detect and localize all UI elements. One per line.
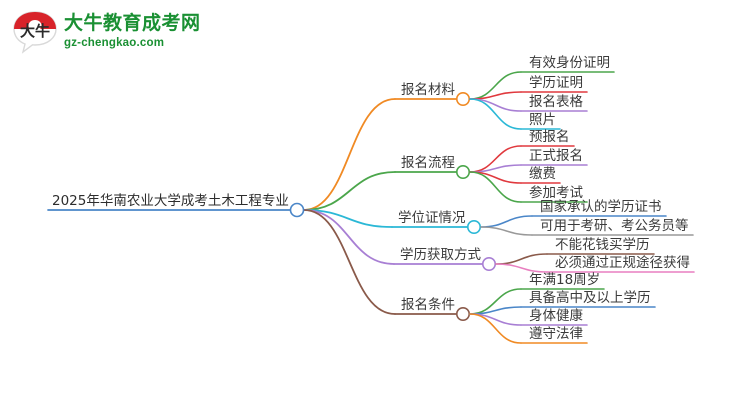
mindmap-root-label: 2025年华南农业大学成考土木工程专业 [52, 193, 289, 209]
mindmap-leaf-label[interactable]: 具备高中及以上学历 [529, 290, 651, 306]
mindmap-branch-label[interactable]: 学历获取方式 [400, 247, 481, 263]
mindmap-branch-label[interactable]: 学位证情况 [398, 210, 466, 226]
site-logo: 大牛 大牛教育成考网 gz-chengkao.com [12, 8, 200, 58]
mindmap-leaf-label[interactable]: 报名表格 [529, 94, 583, 110]
mindmap-leaf-label[interactable]: 年满18周岁 [529, 272, 601, 288]
logo-text-block: 大牛教育成考网 gz-chengkao.com [64, 12, 201, 51]
mindmap-leaf-label[interactable]: 必须通过正规途径获得 [555, 255, 690, 271]
mindmap-branch-label[interactable]: 报名条件 [401, 297, 455, 313]
mindmap-leaf-label[interactable]: 照片 [529, 112, 556, 128]
logo-title: 大牛教育成考网 [64, 12, 201, 34]
logo-mark-icon: 大牛 [12, 10, 58, 54]
logo-domain: gz-chengkao.com [64, 37, 165, 49]
branch-node-circle[interactable] [455, 165, 470, 180]
mindmap-leaf-label[interactable]: 正式报名 [529, 148, 583, 164]
branch-node-circle[interactable] [455, 306, 470, 321]
mindmap-leaf-label[interactable]: 国家承认的学历证书 [540, 199, 662, 215]
svg-text:大牛: 大牛 [20, 22, 50, 40]
mindmap-leaf-label[interactable]: 不能花钱买学历 [555, 237, 650, 253]
branch-node-circle[interactable] [481, 256, 496, 271]
mindmap-leaf-label[interactable]: 遵守法律 [529, 326, 583, 342]
mindmap-leaf-label[interactable]: 有效身份证明 [529, 55, 610, 71]
mindmap-leaf-label[interactable]: 可用于考研、考公务员等 [540, 218, 689, 234]
mindmap-leaf-label[interactable]: 预报名 [529, 129, 570, 145]
mindmap-leaf-label[interactable]: 学历证明 [529, 75, 583, 91]
mindmap-branch-label[interactable]: 报名材料 [401, 82, 455, 98]
mindmap-branch-label[interactable]: 报名流程 [401, 155, 455, 171]
branch-node-circle[interactable] [466, 220, 481, 235]
mindmap-leaf-label[interactable]: 参加考试 [529, 185, 583, 201]
mindmap-leaf-label[interactable]: 身体健康 [529, 308, 583, 324]
mindmap-root-node-circle[interactable] [289, 202, 305, 218]
branch-node-circle[interactable] [455, 92, 470, 107]
mindmap-leaf-label[interactable]: 缴费 [529, 166, 556, 182]
